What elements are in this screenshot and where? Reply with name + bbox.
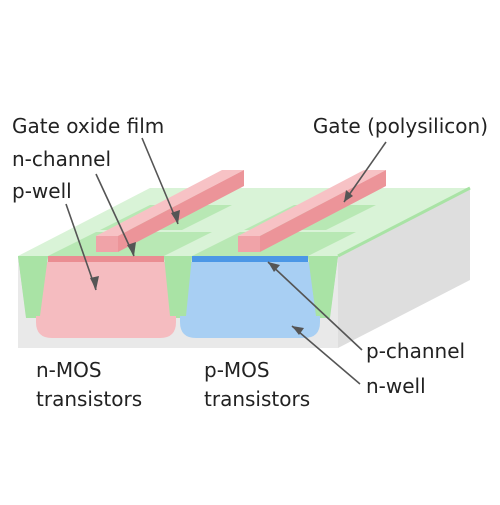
isolation-top-edge bbox=[337, 186, 471, 258]
n-channel-strip bbox=[48, 256, 164, 262]
label-gate-polysilicon: Gate (polysilicon) bbox=[313, 114, 488, 138]
label-n-well: n-well bbox=[366, 374, 426, 398]
arrow-n-channel bbox=[95, 173, 135, 257]
arrow-gate-poly bbox=[343, 141, 387, 203]
arrowhead-p-well bbox=[90, 276, 99, 290]
arrow-n-well bbox=[291, 325, 361, 385]
label-nmos-line1: n-MOS bbox=[36, 358, 102, 382]
arrowhead-n-channel bbox=[127, 242, 136, 256]
arrow-p-channel bbox=[267, 261, 363, 351]
isolation-left-front bbox=[18, 256, 48, 316]
arrow-gate-oxide bbox=[141, 137, 179, 225]
pmos-gate-side bbox=[260, 170, 386, 252]
n-well-region bbox=[180, 262, 320, 338]
pmos-gate-front bbox=[238, 236, 260, 252]
leader-lines bbox=[65, 137, 387, 385]
substrate-side bbox=[338, 188, 470, 348]
nmos-gate-side bbox=[118, 170, 244, 252]
label-p-well: p-well bbox=[12, 179, 72, 203]
arrowhead-p-channel bbox=[268, 262, 280, 272]
label-gate-oxide-film: Gate oxide film bbox=[12, 114, 164, 138]
arrowhead-n-well bbox=[292, 326, 304, 335]
p-well-region bbox=[36, 262, 176, 338]
nmos-gate-front bbox=[96, 236, 118, 252]
label-pmos-line1: p-MOS bbox=[204, 358, 270, 382]
label-p-channel: p-channel bbox=[366, 339, 465, 363]
pmos-gate-top bbox=[238, 170, 386, 236]
isolation-middle-front bbox=[164, 256, 192, 316]
arrow-p-well bbox=[65, 203, 97, 291]
p-channel-strip bbox=[192, 256, 308, 262]
arrowhead-gate-oxide bbox=[171, 210, 180, 224]
label-n-channel: n-channel bbox=[12, 147, 111, 171]
arrowhead-gate-poly bbox=[344, 190, 353, 202]
isolation-right-front bbox=[308, 256, 338, 316]
label-nmos-line2: transistors bbox=[36, 387, 142, 411]
arrow-heads bbox=[90, 190, 353, 335]
label-pmos-line2: transistors bbox=[204, 387, 310, 411]
